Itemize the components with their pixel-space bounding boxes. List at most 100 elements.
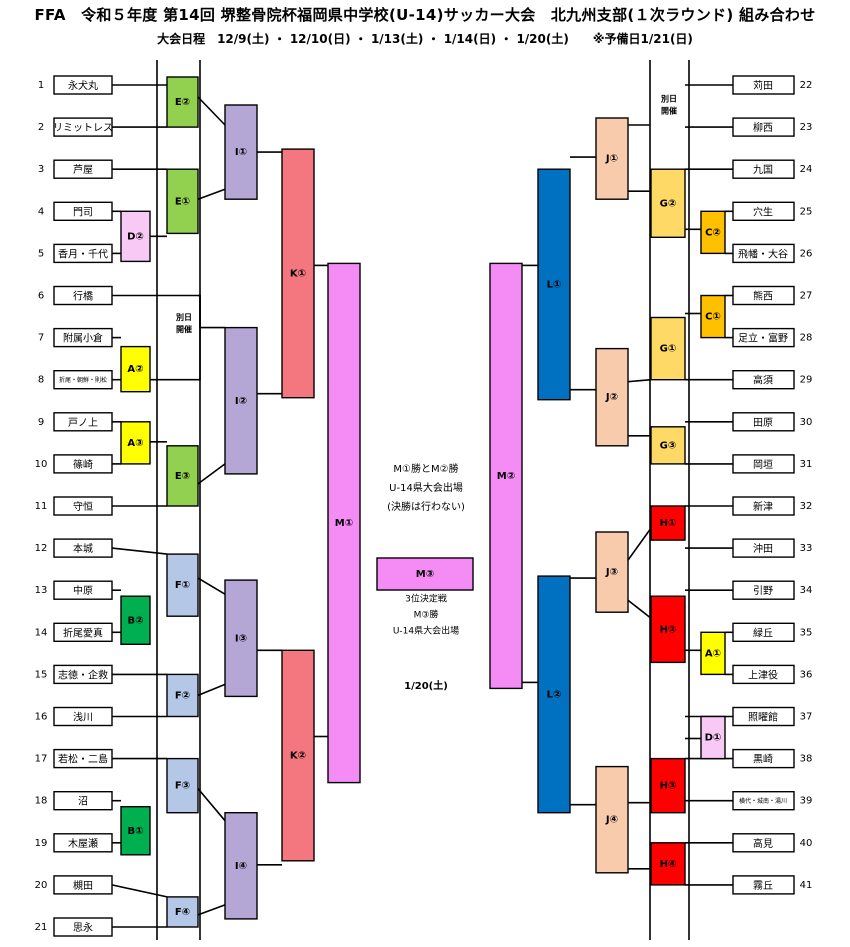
team-box bbox=[732, 538, 795, 558]
team-box bbox=[53, 664, 113, 685]
team-box bbox=[53, 201, 113, 222]
team-number: 40 bbox=[800, 838, 813, 849]
team-number: 35 bbox=[800, 627, 813, 638]
team-box bbox=[53, 412, 113, 432]
team-name: 足立・富野 bbox=[738, 332, 788, 345]
match-a1-label: A① bbox=[705, 648, 721, 659]
team-number: 8 bbox=[38, 375, 44, 386]
match-j4 bbox=[595, 765, 629, 874]
team-box bbox=[732, 412, 795, 432]
team-number: 31 bbox=[800, 459, 813, 470]
match-j1-label: J① bbox=[605, 154, 618, 165]
team-number: 11 bbox=[35, 501, 48, 512]
team-box bbox=[53, 496, 113, 516]
team-box bbox=[53, 917, 113, 937]
match-h4 bbox=[650, 842, 686, 886]
team-number: 37 bbox=[800, 712, 813, 723]
team-number: 26 bbox=[800, 248, 813, 259]
match-h3 bbox=[650, 757, 686, 814]
team-name: 本城 bbox=[73, 542, 93, 555]
team-box bbox=[732, 833, 795, 853]
match-j3 bbox=[595, 531, 629, 613]
team-number: 24 bbox=[800, 164, 813, 175]
betsujitsu-note: 開催 bbox=[176, 324, 192, 334]
match-k2-label: K② bbox=[290, 751, 306, 762]
match-l2-label: L② bbox=[547, 689, 562, 700]
team-box bbox=[53, 706, 113, 727]
team-name: 高見 bbox=[753, 837, 773, 850]
match-j2-label: J② bbox=[605, 392, 618, 403]
match-i3 bbox=[224, 579, 258, 698]
team-number: 14 bbox=[35, 627, 48, 638]
team-name: 緑丘 bbox=[753, 626, 773, 639]
match-d1-label: D① bbox=[705, 733, 722, 744]
team-name: 守恒 bbox=[73, 500, 93, 513]
team-number: 27 bbox=[800, 291, 813, 302]
match-i4 bbox=[224, 812, 258, 920]
team-number: 18 bbox=[35, 796, 48, 807]
team-name: 柳西 bbox=[753, 121, 773, 134]
match-k1-label: K① bbox=[290, 268, 306, 279]
team-name: 九国 bbox=[753, 164, 773, 176]
team-name: 附属小倉 bbox=[63, 332, 103, 345]
match-g3 bbox=[650, 426, 686, 465]
team-name: リミットレス bbox=[53, 123, 113, 134]
team-number: 25 bbox=[800, 206, 813, 217]
match-i2 bbox=[224, 326, 258, 475]
team-name: 行橋 bbox=[73, 290, 93, 303]
match-j4-label: J④ bbox=[605, 815, 618, 826]
team-name: 戸ノ上 bbox=[68, 417, 98, 429]
match-m3 bbox=[376, 557, 474, 591]
team-number: 1 bbox=[38, 80, 44, 91]
match-b1-label: B① bbox=[127, 826, 143, 837]
match-f3 bbox=[166, 757, 199, 814]
team-number: 13 bbox=[35, 585, 48, 596]
team-box bbox=[53, 875, 113, 895]
final-note-line: M①勝とM②勝 bbox=[393, 462, 458, 475]
team-box bbox=[732, 748, 795, 769]
team-box bbox=[53, 75, 113, 95]
match-i2-label: I② bbox=[235, 396, 247, 407]
final-note-line: U-14県大会出場 bbox=[389, 481, 463, 494]
match-d1 bbox=[700, 715, 726, 760]
team-number: 7 bbox=[38, 333, 44, 344]
team-number: 36 bbox=[800, 669, 813, 680]
match-h2 bbox=[650, 595, 686, 664]
betsujitsu-note: 別日 bbox=[175, 313, 192, 322]
team-number: 5 bbox=[38, 248, 44, 259]
team-name: 篠崎 bbox=[73, 458, 93, 471]
team-number: 10 bbox=[35, 459, 48, 470]
third-place-note-line: M③勝 bbox=[414, 609, 439, 621]
match-f3-label: F③ bbox=[175, 781, 190, 792]
team-box bbox=[53, 370, 113, 390]
match-a2 bbox=[120, 345, 151, 393]
team-box bbox=[53, 791, 113, 811]
team-number: 39 bbox=[800, 796, 813, 807]
team-name: 熊西 bbox=[753, 290, 773, 303]
team-number: 9 bbox=[38, 417, 44, 428]
match-m1 bbox=[327, 262, 361, 784]
match-f2-label: F② bbox=[175, 690, 190, 701]
match-a1 bbox=[700, 631, 726, 676]
match-g2 bbox=[650, 168, 686, 238]
team-box bbox=[53, 833, 113, 853]
team-box bbox=[53, 327, 113, 348]
match-a3 bbox=[120, 421, 151, 465]
match-j3-label: J③ bbox=[605, 567, 618, 578]
team-name: 苅田 bbox=[753, 79, 773, 92]
team-number: 38 bbox=[800, 754, 813, 765]
match-m2 bbox=[489, 262, 523, 690]
match-i1 bbox=[224, 104, 258, 200]
match-l2 bbox=[537, 575, 571, 814]
team-number: 20 bbox=[35, 880, 48, 891]
match-d2-label: D② bbox=[127, 231, 144, 242]
team-number: 29 bbox=[800, 375, 813, 386]
match-f2 bbox=[166, 673, 199, 718]
team-number: 32 bbox=[800, 501, 813, 512]
team-name: 芦屋 bbox=[73, 164, 93, 176]
team-name: 上津役 bbox=[748, 668, 778, 681]
team-box bbox=[732, 875, 795, 895]
team-box bbox=[732, 243, 795, 264]
match-g2-label: G② bbox=[660, 198, 677, 209]
